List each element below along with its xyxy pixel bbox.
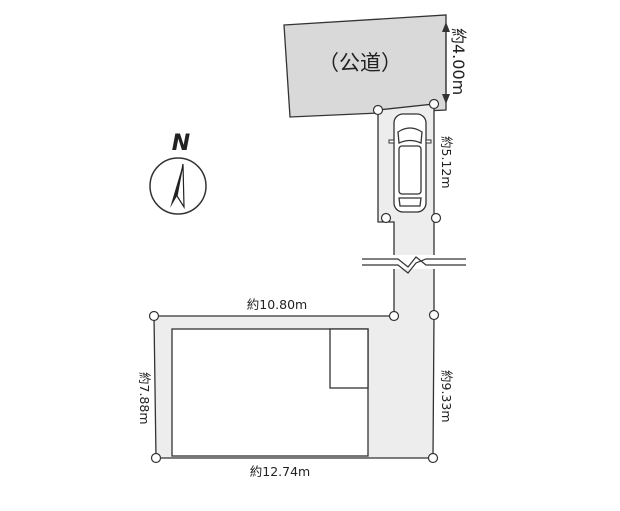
survey-marker xyxy=(372,104,384,116)
survey-marker xyxy=(428,98,440,110)
survey-marker xyxy=(427,452,439,464)
house-annex xyxy=(329,328,369,389)
survey-marker xyxy=(150,452,162,464)
lot-top-width-label: 約10.80m xyxy=(247,297,307,312)
road-width-dimension: 約4.00m xyxy=(442,22,468,104)
lot-right-depth-label: 約9.33m xyxy=(439,370,454,423)
survey-marker xyxy=(430,212,442,224)
lot-bottom-width-label: 約12.74m xyxy=(250,464,310,479)
break-line xyxy=(362,255,466,274)
survey-marker xyxy=(388,310,400,322)
road-width-label: 約4.00m xyxy=(449,28,468,95)
driveway-length-label: 約5.12m xyxy=(439,136,454,189)
survey-marker xyxy=(428,309,440,321)
north-compass: N xyxy=(149,131,207,215)
car-icon xyxy=(388,113,432,213)
survey-marker xyxy=(148,310,160,322)
survey-markers xyxy=(148,98,442,464)
north-letter: N xyxy=(172,131,190,156)
survey-marker xyxy=(380,212,392,224)
lot-left-depth-label: 約7.88m xyxy=(137,372,152,425)
north-arrow-icon xyxy=(170,163,185,210)
public-road xyxy=(283,14,447,118)
road-label: （公道） xyxy=(318,51,402,75)
